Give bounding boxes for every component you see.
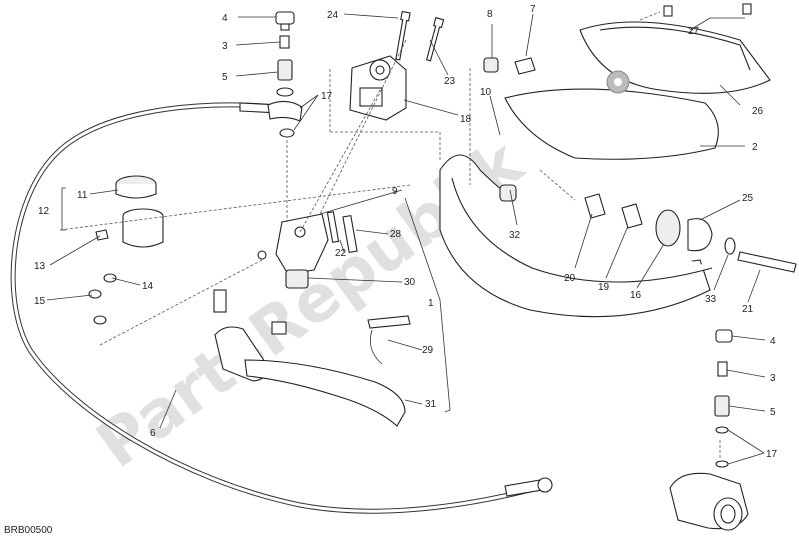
callout-16: 16 [630, 290, 642, 301]
callout-24: 24 [327, 10, 339, 21]
callout-2: 2 [752, 142, 758, 153]
callout-14: 14 [142, 281, 154, 292]
callout-3-top: 3 [222, 41, 228, 52]
callout-4-top: 4 [222, 13, 228, 24]
callout-31: 31 [425, 399, 437, 410]
bolts-27 [663, 3, 752, 17]
callout-17-top: 17 [321, 91, 333, 102]
slave-cylinder [669, 472, 749, 531]
callout-23: 23 [444, 76, 456, 87]
callout-27: 27 [688, 26, 700, 37]
small-fittings-8-7 [483, 57, 536, 75]
callout-4-right: 4 [770, 336, 776, 347]
bracket-1 [404, 197, 451, 413]
callout-1: 1 [428, 298, 434, 309]
callout-22: 22 [335, 248, 347, 259]
callout-12: 12 [38, 206, 50, 217]
callout-5-top: 5 [222, 72, 228, 83]
callout-20: 20 [564, 273, 576, 284]
callout-18: 18 [460, 114, 472, 125]
gear-icon [606, 70, 630, 94]
leader-lines [46, 13, 766, 465]
callout-10: 10 [480, 87, 492, 98]
callout-21: 21 [742, 304, 754, 315]
callout-17-right: 17 [766, 449, 778, 460]
callout-28: 28 [390, 229, 402, 240]
cover-panel-2 [504, 88, 719, 160]
callout-26: 26 [752, 106, 764, 117]
callout-5-right: 5 [770, 407, 776, 418]
clutch-hose [10, 102, 553, 514]
callout-30: 30 [404, 277, 416, 288]
bar-end-parts [584, 193, 797, 273]
callout-6: 6 [150, 428, 156, 439]
banjo-bolt-right [714, 329, 733, 468]
callout-11: 11 [77, 190, 88, 201]
callout-29: 29 [422, 345, 434, 356]
callout-labels: 4 3 5 17 24 23 18 8 7 10 26 27 2 25 32 2… [34, 4, 778, 460]
fluid-reservoir [95, 175, 164, 248]
callout-33: 33 [705, 294, 717, 305]
callout-13: 13 [34, 261, 46, 272]
master-cylinder-clamp [349, 55, 407, 121]
bracket-12 [61, 187, 66, 231]
callout-9: 9 [392, 186, 398, 197]
callout-8: 8 [487, 9, 493, 20]
callout-15: 15 [34, 296, 46, 307]
callout-7: 7 [530, 4, 536, 15]
diagram-code: BRB00500 [4, 525, 53, 536]
callout-32: 32 [509, 230, 521, 241]
callout-3-right: 3 [770, 373, 776, 384]
banjo-bolt-top [267, 11, 303, 138]
guide-lines [59, 11, 721, 460]
clutch-lever [213, 289, 411, 427]
bolts-24-23 [395, 10, 445, 62]
master-cylinder-pump [257, 211, 358, 289]
hose-clips [88, 273, 117, 325]
callout-19: 19 [598, 282, 610, 293]
lever-guard-assembly [439, 154, 713, 318]
callout-25: 25 [742, 193, 754, 204]
